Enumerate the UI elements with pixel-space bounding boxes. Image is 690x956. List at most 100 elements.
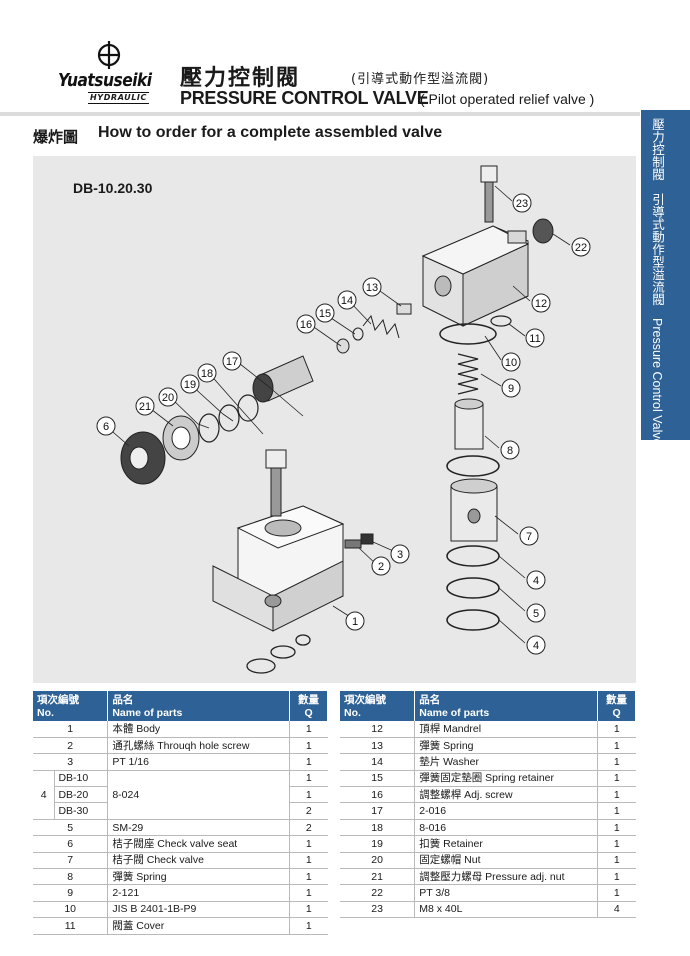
callout-5: 5: [526, 603, 546, 623]
cell-name: 彈簧固定墊圈 Spring retainer: [414, 770, 598, 788]
crosshair-logo-icon: [97, 41, 121, 69]
cell-no: 18: [340, 819, 415, 837]
svg-text:4: 4: [533, 575, 539, 587]
svg-text:17: 17: [226, 356, 238, 368]
cell-q: 1: [597, 770, 636, 788]
svg-text:11: 11: [529, 333, 540, 345]
cell-q: 1: [289, 868, 328, 886]
cell-no: 16: [340, 786, 415, 804]
cell-no: 17: [340, 802, 415, 820]
callout-4b: 4: [526, 635, 546, 655]
cell-q: 1: [597, 786, 636, 804]
oring-upper-part: [446, 455, 500, 477]
oring-4b-part: [446, 609, 500, 631]
svg-text:23: 23: [516, 198, 528, 210]
check-valve-seat-part: [450, 478, 498, 542]
callout-21: 6: [96, 416, 116, 436]
cell-name: 調整壓力螺母 Pressure adj. nut: [414, 868, 598, 886]
col-name-en: Name of parts: [419, 707, 490, 719]
callout-13: 14: [337, 290, 357, 310]
callout-22: 22: [571, 237, 591, 257]
svg-text:2: 2: [378, 561, 384, 573]
cell-no: 4: [33, 770, 55, 820]
bolt-body-part: [265, 449, 287, 517]
retainer-15-part: [336, 338, 350, 354]
col-name-zh: 品名: [419, 694, 441, 706]
callout-20: 21: [135, 396, 155, 416]
callout-7: 8: [500, 440, 520, 460]
cell-no: 13: [340, 737, 415, 755]
header-rule: [0, 112, 640, 116]
cell-no: 14: [340, 753, 415, 771]
cell-no: 7: [33, 852, 108, 870]
check-valve-part: [454, 398, 484, 450]
cover-part: [421, 225, 530, 327]
side-tab[interactable]: 壓力控制閥 引導式動作型溢流閥 Pressure Control Valve (…: [641, 110, 690, 598]
nut-20-part: [162, 415, 200, 461]
cell-no: 3: [33, 753, 108, 771]
svg-text:12: 12: [535, 298, 547, 310]
cell-no: 9: [33, 884, 108, 902]
callout-10: 11: [525, 328, 545, 348]
cell-q: 1: [289, 884, 328, 902]
svg-text:13: 13: [366, 282, 378, 294]
cell-q: 1: [597, 721, 636, 738]
page-subtitle-en: ( Pilot operated relief valve ): [420, 91, 595, 107]
cell-name: 墊片 Washer: [414, 753, 598, 771]
cell-q: 1: [597, 753, 636, 771]
spring-13-part: [362, 314, 400, 339]
callout-16: 17: [222, 351, 242, 371]
brand-name: Yuatsuseiki: [58, 70, 152, 91]
cell-name: PT 1/16: [107, 753, 290, 771]
cell-name: M8 x 40L: [414, 901, 598, 919]
cell-q: 1: [597, 819, 636, 837]
cell-q: 1: [597, 802, 636, 820]
svg-text:3: 3: [397, 549, 403, 561]
cell-no: 6: [33, 835, 108, 853]
cell-q: 1: [289, 917, 328, 935]
cell-name: 2-016: [414, 802, 598, 820]
callout-9: 10: [501, 352, 521, 372]
cell-name: 彈簧 Spring: [414, 737, 598, 755]
oring-body-b-part: [270, 645, 296, 659]
cell-q: 4: [597, 901, 636, 919]
side-tab-label: 壓力控制閥 引導式動作型溢流閥 Pressure Control Valve (…: [650, 118, 664, 598]
cell-name: 調整螺桿 Adj. screw: [414, 786, 598, 804]
cell-q: 1: [289, 721, 328, 738]
plug-22-part: [532, 218, 554, 244]
plug-3-part: [360, 533, 374, 545]
mandrel-12-part: [396, 303, 412, 315]
svg-text:5: 5: [533, 608, 539, 620]
cell-q: 1: [289, 901, 328, 919]
washer-14-part: [352, 327, 364, 341]
col-q-en: Q: [304, 707, 313, 719]
oring-5-part: [446, 577, 500, 599]
cell-name: 本體 Body: [107, 721, 290, 738]
col-q-en: Q: [612, 707, 621, 719]
svg-text:19: 19: [184, 379, 196, 391]
cell-name: SM-29: [107, 819, 290, 837]
svg-text:22: 22: [575, 242, 587, 254]
oring-body-a-part: [246, 658, 276, 674]
cell-name: 扣簧 Retainer: [414, 835, 598, 853]
cell-q: 1: [289, 835, 328, 853]
model-label: DB-10.20.30: [73, 180, 153, 196]
